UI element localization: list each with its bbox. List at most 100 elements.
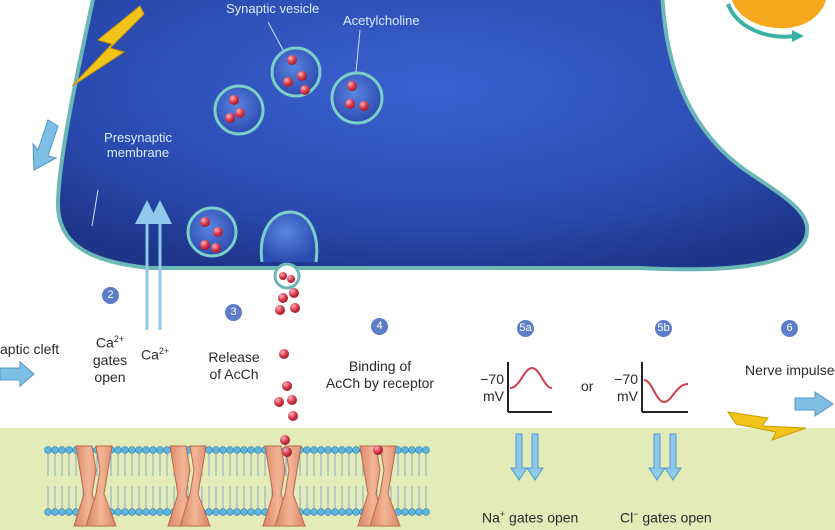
recycling-icon [726, 0, 826, 42]
lipid-head [51, 508, 59, 516]
impulse-arrow-left [0, 360, 35, 388]
lipid-head [408, 446, 416, 454]
cl-gates-label: Cl− gates open [620, 506, 712, 527]
lipid-head [149, 508, 157, 516]
lightning-bolt-icon [71, 5, 145, 87]
lipid-head [303, 508, 311, 516]
ca-gates-line3: open [94, 368, 126, 385]
lipid-head [233, 508, 241, 516]
lipid-head [408, 508, 416, 516]
cl-charge: − [633, 509, 639, 519]
lipid-head [247, 508, 255, 516]
released-acetylcholine [274, 288, 300, 445]
hyperpolarization-graph [641, 362, 689, 413]
lipid-head [415, 446, 423, 454]
nerve-impulse-label: Nerve impulse [745, 362, 835, 378]
lipid-head [44, 508, 52, 516]
callout-line [355, 29, 361, 73]
synaptic-vesicle [330, 71, 384, 125]
lipid-head [254, 446, 262, 454]
depolarization-graph [507, 362, 553, 413]
receptor-channel [357, 445, 401, 527]
na-charge: + [499, 509, 506, 519]
lipid-head [422, 508, 430, 516]
lipid-head [331, 508, 339, 516]
synaptic-cleft-label: aptic cleft [0, 341, 60, 357]
lipid-head [205, 508, 213, 516]
lipid-head [219, 446, 227, 454]
lipid-head [163, 508, 171, 516]
lipid-head [254, 508, 262, 516]
lipid-head [310, 446, 318, 454]
ca-influx-arrows [135, 200, 172, 330]
lipid-head [58, 446, 66, 454]
lipid-head [303, 446, 311, 454]
ca-ion-label: Ca2+ [141, 343, 169, 364]
cl-symbol: Cl [620, 509, 634, 526]
binding-line2: AcCh by receptor [325, 375, 435, 391]
acetylcholine-label: Acetylcholine [343, 13, 420, 28]
step-badge: 4 [371, 318, 388, 335]
lipid-head [156, 508, 164, 516]
lipid-head [163, 446, 171, 454]
lipid-head [135, 508, 143, 516]
lipid-head [212, 446, 220, 454]
lipid-head [240, 446, 248, 454]
ca-ion-symbol: Ca [141, 346, 159, 363]
lipid-head [205, 446, 213, 454]
receptor-channel [262, 445, 306, 527]
graph-a-unit: mV [483, 388, 504, 404]
lipid-head [310, 508, 318, 516]
ca-gates-label: Ca2+ gates open [84, 331, 136, 386]
receptor-channel [167, 445, 211, 527]
lipid-head [121, 446, 129, 454]
lightning-bolt-icon [726, 411, 807, 441]
synaptic-vesicle-label: Synaptic vesicle [226, 1, 320, 16]
na-gates-text: gates open [505, 509, 579, 526]
lipid-head [44, 446, 52, 454]
lipid-head [121, 508, 129, 516]
release-label: Release of AcCh [196, 349, 272, 383]
lipid-head [65, 446, 73, 454]
presynaptic-label-line2: membrane [106, 145, 170, 160]
lipid-head [338, 508, 346, 516]
lipid-head [240, 508, 248, 516]
lipid-head [317, 508, 325, 516]
na-symbol: Na [482, 509, 500, 526]
impulse-arrow-right [794, 391, 834, 417]
lipid-head [149, 446, 157, 454]
lipid-head [219, 508, 227, 516]
or-label: or [581, 378, 594, 394]
lipid-head [226, 446, 234, 454]
graph-a-value: −70 [480, 371, 504, 387]
lipid-head [128, 508, 136, 516]
graph-b-value: −70 [614, 371, 638, 387]
cl-influx-arrows [648, 433, 682, 481]
ca-gates-ca: Ca [95, 334, 114, 351]
release-line2: of AcCh [209, 366, 259, 382]
lipid-head [401, 508, 409, 516]
lipid-head [317, 446, 325, 454]
lipid-head [247, 446, 255, 454]
synaptic-vesicle [186, 206, 238, 258]
lipid-head [128, 446, 136, 454]
receptor-channel [73, 445, 117, 527]
lipid-head [58, 508, 66, 516]
ca-ion-charge: 2+ [158, 346, 170, 356]
presynaptic-membrane-label: Presynaptic membrane [98, 130, 178, 160]
lipid-head [142, 508, 150, 516]
step-badge: 5a [517, 320, 534, 337]
axon-terminal [55, 0, 810, 272]
lipid-head [422, 446, 430, 454]
cl-gates-text: gates open [638, 509, 712, 526]
step-badge: 2 [102, 287, 119, 304]
lipid-head [401, 446, 409, 454]
lipid-head [226, 508, 234, 516]
step-badge: 5b [655, 320, 672, 337]
lipid-head [233, 446, 241, 454]
binding-line1: Binding of [348, 358, 412, 374]
graph-b-unit: mV [617, 388, 638, 404]
synaptic-vesicle [270, 46, 322, 98]
